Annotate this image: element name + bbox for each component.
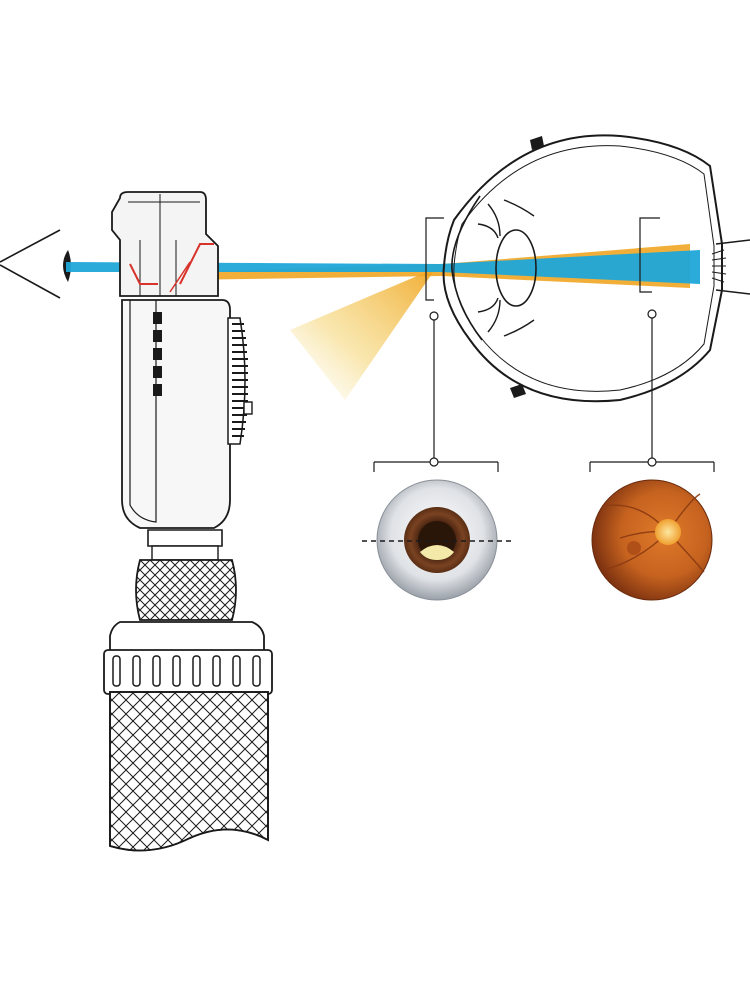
macula <box>627 541 641 555</box>
pupil-glow <box>420 545 454 560</box>
ophthalmoscope-body <box>121 299 231 529</box>
observation-beam <box>66 250 700 284</box>
iris-ciliary <box>477 199 535 337</box>
posterior-leader <box>589 217 715 472</box>
ophthalmoscope-icon <box>103 191 273 852</box>
optic-disc <box>655 519 681 545</box>
grooved-ring <box>103 649 273 695</box>
observer-eye-icon <box>0 229 71 299</box>
cornea <box>451 195 483 341</box>
ophthalmoscope-head <box>111 191 219 297</box>
knurled-handle <box>109 691 269 852</box>
ophthalmoscope-slots <box>153 312 162 396</box>
crystalline-lens <box>495 229 537 307</box>
external-eye-pupil-icon <box>362 479 514 601</box>
ophthalmoscope-collar <box>147 529 223 547</box>
anterior-leader <box>373 217 499 472</box>
lens-wheel <box>227 317 253 445</box>
retina-fundus-icon <box>591 479 713 601</box>
illumination-light-cone <box>290 268 436 400</box>
eye-cross-section-icon <box>442 134 750 403</box>
knurled-neck <box>135 559 237 621</box>
